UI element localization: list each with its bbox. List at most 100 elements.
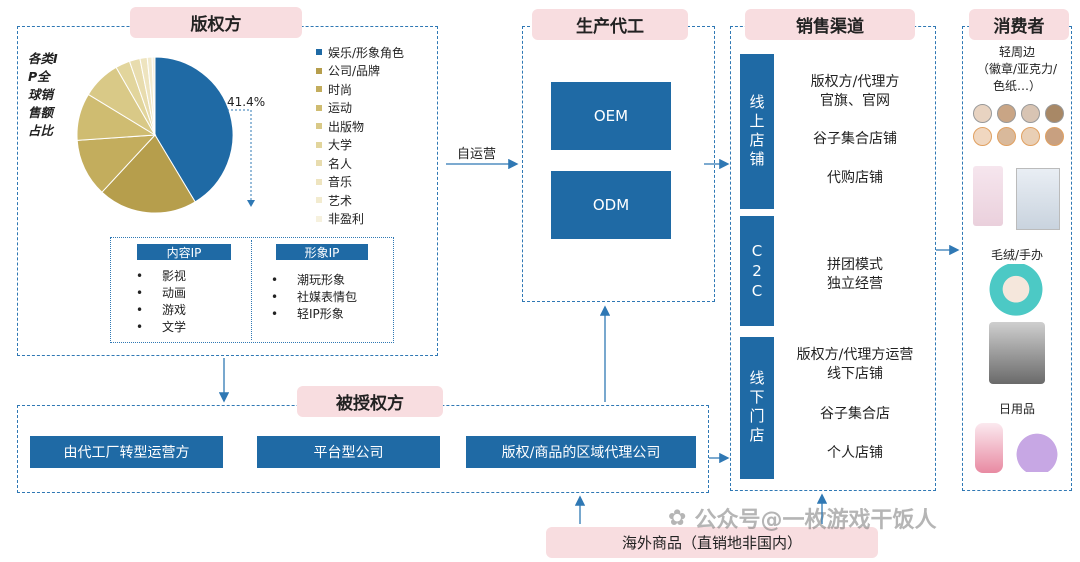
wechat-icon: ✿ xyxy=(668,505,687,531)
list-item: 游戏 xyxy=(136,302,186,319)
legend-item: 公司/品牌 xyxy=(316,62,404,81)
online-item-1-line: 官旗、官网 xyxy=(820,93,890,109)
legend-label: 运动 xyxy=(328,101,353,116)
badge-thumb xyxy=(973,104,992,123)
online-store-label: 线上店铺 xyxy=(740,54,774,209)
cat-line: （徽章/亚克力/ xyxy=(976,62,1058,76)
legend-label: 名人 xyxy=(328,156,353,171)
licensee-box-oem-converted: 由代工厂转型运营方 xyxy=(30,436,223,468)
c2c-item-line: 拼团模式 xyxy=(827,257,883,273)
watermark-text: 公众号@一枚游戏干饭人 xyxy=(694,508,937,533)
image-ip-title: 形象IP xyxy=(276,244,368,260)
online-item-1: 版权方/代理方 官旗、官网 xyxy=(780,73,930,111)
list-item: 社媒表情包 xyxy=(271,289,357,306)
pie-side-label: 各类IP全球销售额占比 xyxy=(28,51,58,138)
production-header: 生产代工 xyxy=(532,9,688,40)
list-item: 潮玩形象 xyxy=(271,272,357,289)
consumer-header: 消费者 xyxy=(969,9,1069,40)
pie-slice xyxy=(101,134,196,214)
c2c-item-line: 独立经营 xyxy=(827,276,883,292)
badge-images xyxy=(973,104,1065,150)
c2c-item: 拼团模式 独立经营 xyxy=(780,256,930,294)
pie-chart xyxy=(76,56,234,214)
image-ip-list: 潮玩形象 社媒表情包 轻IP形象 xyxy=(271,272,357,323)
list-item: 轻IP形象 xyxy=(271,306,357,323)
watermark: ✿ 公众号@一枚游戏干饭人 xyxy=(668,502,936,534)
online-item-1-line: 版权方/代理方 xyxy=(810,74,900,90)
offline-store-label: 线下门店 xyxy=(740,337,774,479)
legend-item: 非盈利 xyxy=(316,210,404,229)
legend-label: 大学 xyxy=(328,138,353,153)
badge-thumb xyxy=(973,127,992,146)
legend-swatch xyxy=(316,178,322,185)
legend-swatch xyxy=(316,49,322,56)
production-panel xyxy=(522,26,715,302)
ip-divider xyxy=(251,240,252,340)
legend-swatch xyxy=(316,123,322,130)
licensee-box-platform: 平台型公司 xyxy=(257,436,440,468)
c2c-char: 2 xyxy=(752,262,762,280)
pie-legend: 娱乐/形象角色公司/品牌时尚运动出版物大学名人音乐艺术非盈利 xyxy=(316,43,404,228)
sales-header: 销售渠道 xyxy=(745,9,915,40)
pie-slice xyxy=(154,56,234,203)
list-item: 动画 xyxy=(136,285,186,302)
offline-item-1: 版权方/代理方运营 线下店铺 xyxy=(775,346,935,384)
bottle-image xyxy=(975,423,1003,473)
offline-item-1-line: 线下店铺 xyxy=(827,366,883,382)
self-operate-label: 自运营 xyxy=(457,147,497,162)
legend-item: 名人 xyxy=(316,154,404,173)
legend-label: 艺术 xyxy=(328,193,353,208)
slippers-image xyxy=(1011,428,1063,472)
legend-item: 大学 xyxy=(316,136,404,155)
odm-box: ODM xyxy=(551,171,671,239)
legend-swatch xyxy=(316,104,322,111)
legend-label: 时尚 xyxy=(328,82,353,97)
legend-swatch xyxy=(316,67,322,74)
legend-label: 公司/品牌 xyxy=(328,64,381,79)
legend-swatch xyxy=(316,215,322,222)
legend-swatch xyxy=(316,86,322,93)
cat-line: 色纸…） xyxy=(992,79,1041,93)
offline-item-2: 谷子集合店 xyxy=(820,406,890,422)
offline-item-3: 个人店铺 xyxy=(827,445,883,461)
legend-label: 娱乐/形象角色 xyxy=(328,45,405,60)
legend-label: 音乐 xyxy=(328,175,353,190)
consumer-cat-light-merch: 轻周边 （徽章/亚克力/ 色纸…） xyxy=(964,44,1070,95)
consumer-cat-plush: 毛绒/手办 xyxy=(990,248,1044,262)
consumer-cat-daily: 日用品 xyxy=(998,402,1035,416)
content-ip-list: 影视 动画 游戏 文学 xyxy=(136,268,186,336)
online-item-2: 谷子集合店铺 xyxy=(813,131,897,147)
licensor-header: 版权方 xyxy=(130,7,302,38)
badge-thumb xyxy=(1021,104,1041,123)
legend-item: 运动 xyxy=(316,99,404,118)
pie-leader-line xyxy=(227,109,255,207)
c2c-label: C 2 C xyxy=(740,216,774,326)
legend-label: 非盈利 xyxy=(328,212,365,227)
oem-box: OEM xyxy=(551,82,671,150)
offline-item-1-line: 版权方/代理方运营 xyxy=(796,347,914,363)
acrylic-stand-image xyxy=(973,166,1003,226)
legend-label: 出版物 xyxy=(328,119,365,134)
pie-slice xyxy=(151,56,156,136)
shikishi-image xyxy=(1016,168,1060,230)
badge-thumb xyxy=(1045,127,1065,146)
legend-item: 出版物 xyxy=(316,117,404,136)
online-item-3: 代购店铺 xyxy=(827,170,883,186)
legend-item: 音乐 xyxy=(316,173,404,192)
badge-thumb xyxy=(997,127,1017,146)
list-item: 文学 xyxy=(136,319,186,336)
cat-line: 轻周边 xyxy=(998,45,1035,59)
content-ip-title: 内容IP xyxy=(137,244,231,260)
badge-thumb xyxy=(1045,104,1065,123)
legend-swatch xyxy=(316,160,322,167)
ip-types-box: 内容IP 影视 动画 游戏 文学 形象IP 潮玩形象 社媒表情包 轻IP形象 xyxy=(110,237,394,343)
c2c-char: C xyxy=(751,242,763,260)
licensee-box-regional-agent: 版权/商品的区域代理公司 xyxy=(466,436,696,468)
plush-image xyxy=(985,264,1047,320)
badge-thumb xyxy=(997,104,1017,123)
licensee-header: 被授权方 xyxy=(297,386,443,417)
list-item: 影视 xyxy=(136,268,186,285)
badge-thumb xyxy=(1021,127,1041,146)
pie-data-label: 41.4% xyxy=(227,95,266,109)
overseas-goods-box: 海外商品（直销地非国内） xyxy=(546,527,878,558)
